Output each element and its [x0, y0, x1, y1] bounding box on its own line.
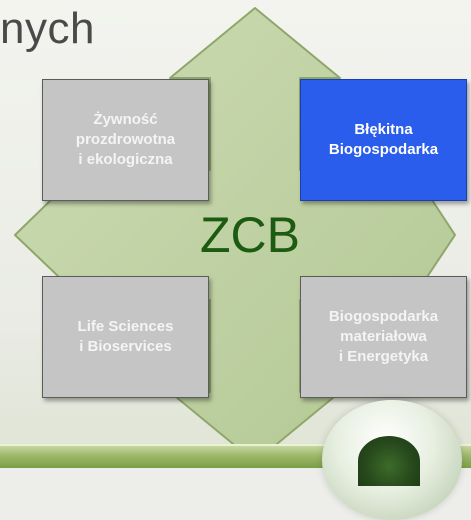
- tile-materials-energy[interactable]: Biogospodarka materiałowa i Energetyka: [300, 276, 467, 398]
- center-label: ZCB: [200, 207, 300, 263]
- tile-life-sciences[interactable]: Life Sciences i Bioservices: [42, 276, 209, 398]
- slide-title: nych: [0, 4, 95, 53]
- tile-healthy-food[interactable]: Żywność prozdrowotna i ekologiczna: [42, 79, 209, 201]
- tile-healthy-food-label: Żywność prozdrowotna i ekologiczna: [75, 111, 176, 168]
- tile-blue-bioeconomy[interactable]: Błękitna Biogospodarka: [300, 79, 467, 201]
- tree-image: [358, 436, 420, 486]
- bottom-band-highlight: [0, 444, 471, 446]
- tile-blue-bioeconomy-label: Błękitna Biogospodarka: [328, 121, 439, 158]
- tile-life-sciences-label: Life Sciences i Bioservices: [77, 318, 174, 355]
- tile-materials-energy-label: Biogospodarka materiałowa i Energetyka: [328, 308, 439, 365]
